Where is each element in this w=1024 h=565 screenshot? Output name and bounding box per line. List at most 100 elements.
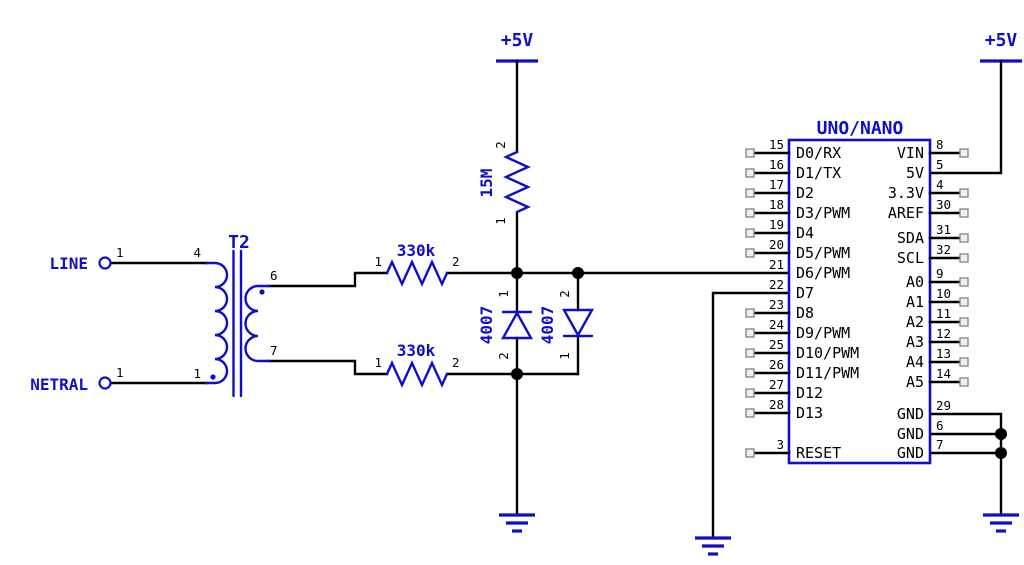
- pin-label: A0: [906, 273, 924, 291]
- diode-4007-left[interactable]: 4007 1 2: [477, 290, 534, 360]
- ground-symbol-center[interactable]: [499, 513, 535, 533]
- mcu-pin-5v[interactable]: 55V: [906, 157, 944, 182]
- vcc-symbol-right[interactable]: +5V: [980, 30, 1022, 63]
- vcc-symbol-center[interactable]: +5V: [496, 30, 538, 63]
- pin-open-square[interactable]: [745, 408, 755, 418]
- pin-open-square[interactable]: [745, 248, 755, 258]
- pin-open-square[interactable]: [745, 348, 755, 358]
- terminal-netral-circle[interactable]: [98, 376, 112, 390]
- wire-sec-bot-to-r330b[interactable]: [266, 359, 389, 376]
- pin-open-square[interactable]: [745, 308, 755, 318]
- mcu-pin-3.3v[interactable]: 43.3V: [888, 177, 969, 202]
- pin-number: 12: [936, 326, 951, 341]
- pin-open-square[interactable]: [959, 208, 969, 218]
- transformer-pin4: 4: [193, 245, 201, 260]
- pin-open-square[interactable]: [745, 228, 755, 238]
- resistor-15m[interactable]: 15M 2 1: [477, 141, 531, 225]
- resistor-zigzag[interactable]: [503, 150, 531, 214]
- diode-triangle[interactable]: [561, 308, 595, 338]
- pin-open-square[interactable]: [745, 368, 755, 378]
- resistor-zigzag[interactable]: [385, 259, 449, 287]
- pin-number: 28: [769, 397, 784, 412]
- secondary-winding[interactable]: [244, 284, 271, 363]
- terminal-line[interactable]: LINE 1: [49, 245, 123, 273]
- pin-open-square[interactable]: [959, 188, 969, 198]
- primary-winding[interactable]: [204, 261, 229, 385]
- pin-open-square[interactable]: [745, 388, 755, 398]
- terminal-line-pin: 1: [116, 245, 124, 260]
- wire-gnd29-to-ground[interactable]: [928, 412, 1003, 517]
- pin-open-square[interactable]: [959, 233, 969, 243]
- wires[interactable]: [108, 59, 1003, 540]
- diode-pin2: 2: [557, 290, 572, 298]
- pin-open-square[interactable]: [745, 448, 755, 458]
- pin-open-square[interactable]: [959, 377, 969, 387]
- pin-label: A2: [906, 313, 924, 331]
- pin-open-square[interactable]: [745, 328, 755, 338]
- mcu-pin-a0[interactable]: 9A0: [906, 266, 969, 291]
- resistor-330k-bottom[interactable]: 330k 1 2: [374, 341, 460, 388]
- pin-open-square[interactable]: [745, 188, 755, 198]
- resistor-pin1: 1: [374, 355, 382, 370]
- resistor-330k-top[interactable]: 330k 1 2: [374, 241, 460, 287]
- pin-label: D11/PWM: [796, 364, 859, 382]
- pin-open-square[interactable]: [959, 317, 969, 327]
- pin-label: GND: [897, 425, 924, 443]
- pin-open-square[interactable]: [745, 148, 755, 158]
- wire-5v-pin-to-vcc[interactable]: [928, 59, 1003, 175]
- transformer-t2[interactable]: T2 4 1 6 7: [193, 232, 278, 398]
- resistor-zigzag[interactable]: [385, 360, 449, 388]
- pin-open-square[interactable]: [959, 337, 969, 347]
- pin-open-square[interactable]: [959, 277, 969, 287]
- terminal-netral[interactable]: NETRAL 1: [30, 365, 123, 394]
- pin-number: 32: [936, 242, 951, 257]
- ground-symbol-d7[interactable]: [695, 536, 731, 556]
- pin-open-square[interactable]: [745, 168, 755, 178]
- pin-number: 5: [936, 157, 944, 172]
- wire-sec-top-to-r330a[interactable]: [266, 271, 389, 288]
- wire-d7-to-ground[interactable]: [711, 291, 791, 540]
- pin-open-square[interactable]: [959, 357, 969, 367]
- diode-4007-right[interactable]: 4007 2 1: [538, 290, 595, 360]
- transformer-pin6: 6: [270, 268, 278, 283]
- pin-open-square[interactable]: [959, 297, 969, 307]
- pin-open-square[interactable]: [959, 253, 969, 263]
- pin-number: 24: [769, 317, 784, 332]
- pin-open-square[interactable]: [745, 208, 755, 218]
- transformer-ref: T2: [228, 232, 250, 253]
- ground-symbol-right[interactable]: [983, 513, 1019, 533]
- pin-label: A1: [906, 293, 924, 311]
- terminal-line-circle[interactable]: [98, 256, 112, 270]
- pin-open-square[interactable]: [959, 148, 969, 158]
- diode-triangle[interactable]: [500, 310, 534, 340]
